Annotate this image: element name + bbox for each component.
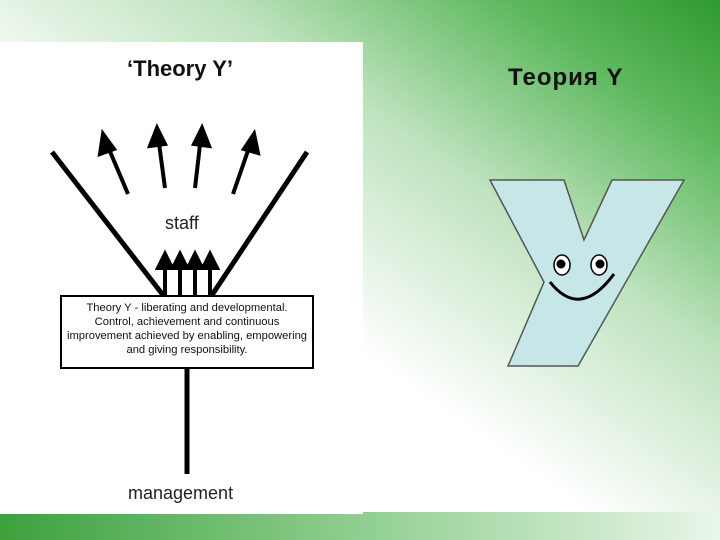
staff-label: staff (165, 213, 199, 233)
left-outer-line (50, 150, 165, 297)
slide-title: Теория Y (508, 64, 624, 91)
diagram-title: ‘Theory Y’ (127, 56, 233, 81)
arrow-4-head (240, 128, 261, 156)
theory-y-diagram-panel: ‘Theory Y’ staff Theory Y - liberating a… (0, 42, 363, 514)
diagram-arrows (50, 123, 310, 474)
management-label: management (128, 483, 234, 503)
arrow-2-head (146, 123, 169, 149)
bottom-green-band (0, 512, 720, 540)
arrow-3-head (190, 123, 213, 149)
smile-icon (548, 273, 616, 301)
theory-y-description-box: Theory Y - liberating and developmental.… (60, 295, 314, 369)
smiling-y-icon (488, 179, 686, 367)
right-outer-line (209, 150, 310, 297)
arrow-1-head (97, 128, 118, 158)
